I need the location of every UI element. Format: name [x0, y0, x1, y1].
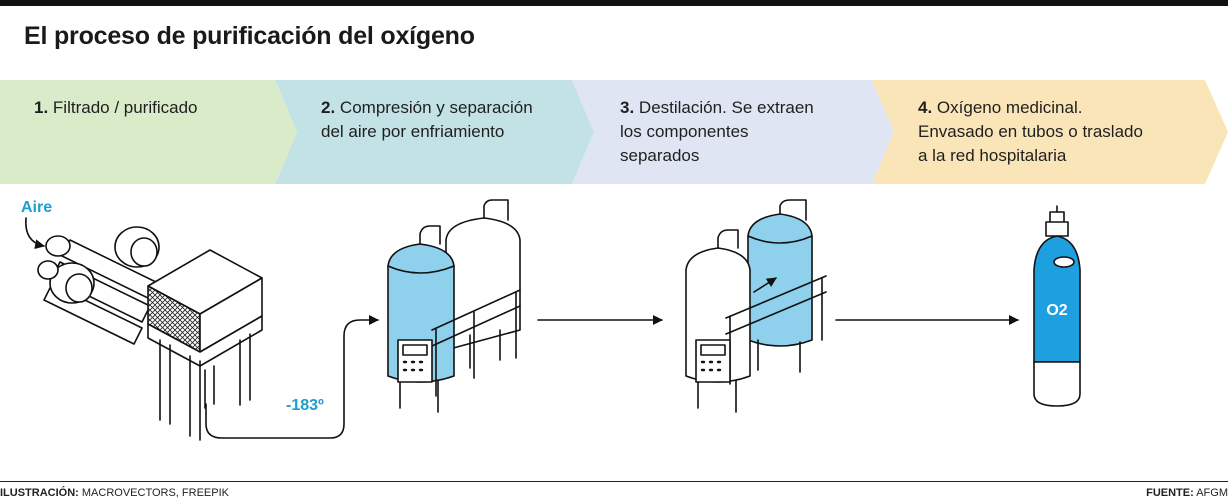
temperature-label: -183º [286, 397, 324, 414]
process-illustration [25, 199, 1081, 441]
step-4-text: 4. Oxígeno medicinal. Envasado en tubos … [918, 96, 1143, 168]
source-credit-label: FUENTE: [1146, 487, 1194, 499]
cylinder-body [1033, 235, 1081, 363]
tank-frame [431, 289, 521, 397]
step-1-chevron [0, 80, 297, 184]
step-3-line-3: separados [620, 146, 700, 165]
step-3-text: 3. Destilación. Se extraen los component… [620, 96, 814, 168]
source-credit-value: AFGM [1196, 487, 1228, 499]
step-4-chevron [872, 80, 1228, 184]
cylinder-base [1033, 361, 1081, 407]
step-4-line-3: a la red hospitalaria [918, 146, 1067, 165]
cylinder-label: O2 [1046, 302, 1068, 319]
step-4-number: 4. [918, 98, 933, 117]
process-steps-bar [0, 80, 1228, 184]
source-credit: FUENTE: AFGM [1146, 487, 1228, 499]
step-3-number: 3. [620, 98, 635, 117]
air-intake-arrow [25, 217, 45, 250]
filtration-unit-icon [25, 217, 379, 441]
step-2-chevron [275, 80, 594, 184]
flow-pipe-1 [205, 315, 379, 439]
distillation-tanks-icon [685, 199, 827, 413]
step-4-line-1: Oxígeno medicinal. [936, 98, 1083, 117]
back-tank [445, 217, 521, 351]
distillation-back-tank [747, 213, 813, 347]
top-rule [0, 0, 1228, 6]
fan-motors [37, 226, 160, 304]
illustration-credit-label: ILUSTRACIÓN: [0, 487, 79, 499]
filter-housing [147, 249, 263, 441]
illustration-credit-value: MACROVECTORS, FREEPIK [81, 487, 229, 499]
step-2-number: 2. [321, 98, 336, 117]
step-3-line-1: Destilación. Se extraen [638, 98, 814, 117]
oxygen-cylinder-icon [1033, 205, 1081, 407]
step-2-text: 2. Compresión y separación del aire por … [321, 96, 533, 144]
footer-rule [0, 481, 1228, 482]
air-label: Aire [21, 199, 53, 216]
step-1-line-1: Filtrado / purificado [52, 98, 198, 117]
cylinder-valve [1045, 211, 1069, 237]
compression-tanks-icon [387, 199, 521, 413]
step-2-line-1: Compresión y separación [339, 98, 533, 117]
step-2-line-2: del aire por enfriamiento [321, 122, 505, 141]
step-3-chevron [572, 80, 894, 184]
step-4-line-2: Envasado en tubos o traslado [918, 122, 1143, 141]
step-1-number: 1. [34, 98, 49, 117]
page-title: El proceso de purificación del oxígeno [24, 22, 475, 50]
illustration-credit: ILUSTRACIÓN: MACROVECTORS, FREEPIK [0, 487, 229, 499]
step-1-text: 1. Filtrado / purificado [34, 96, 198, 120]
step-3-line-2: los componentes [620, 122, 749, 141]
